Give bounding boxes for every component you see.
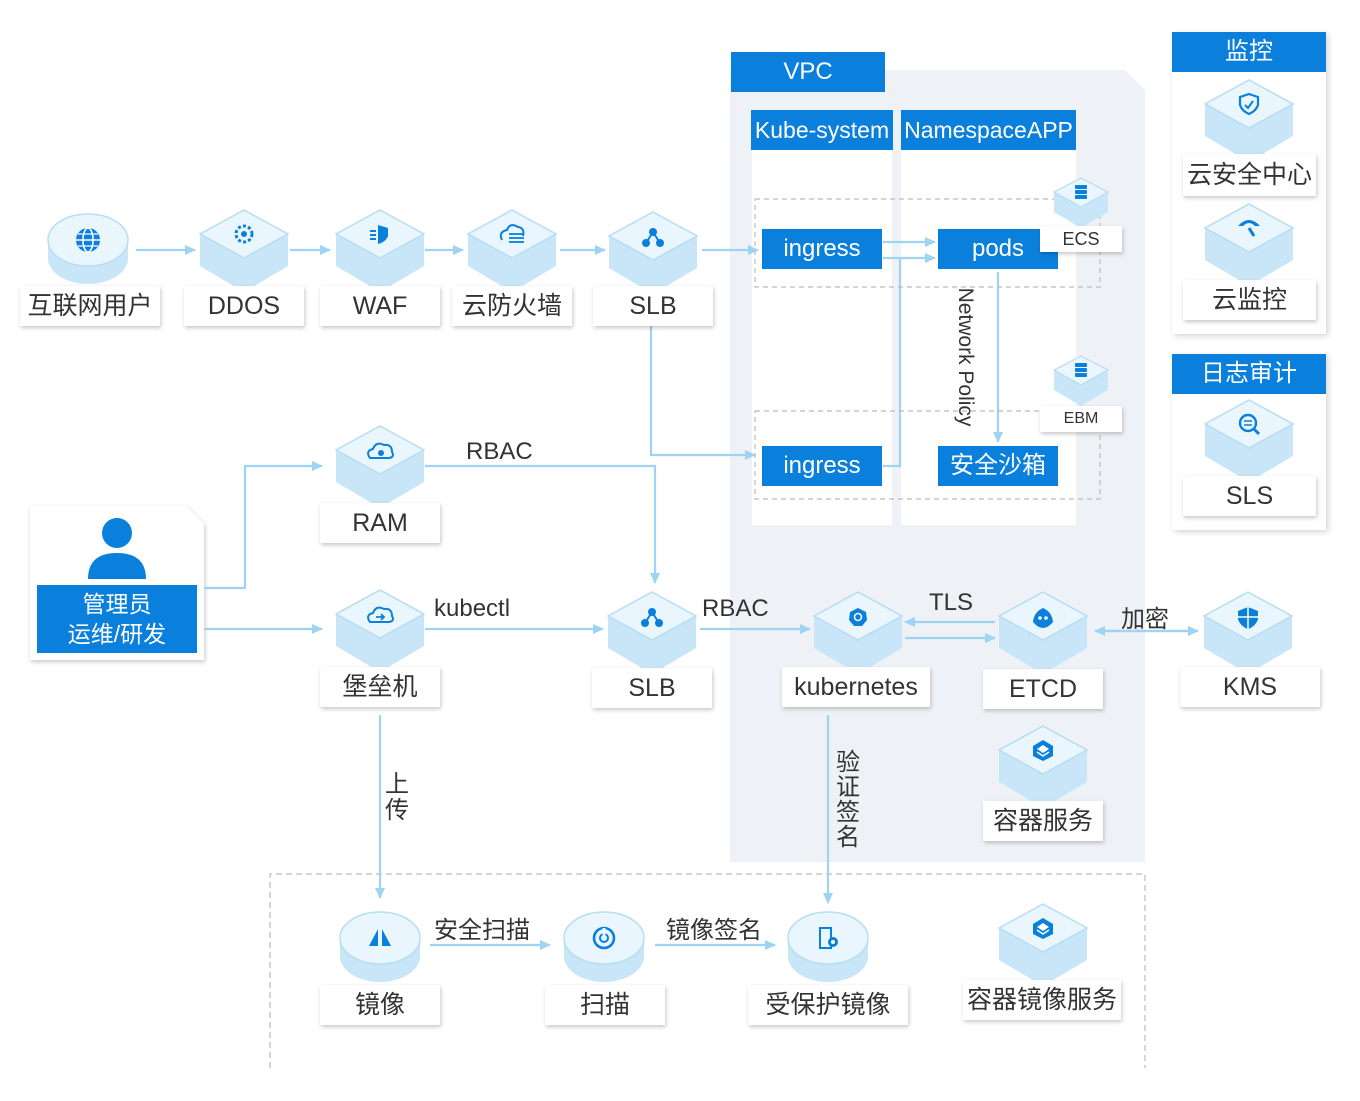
registry-dashed-area bbox=[269, 873, 1146, 1068]
mirror-image-icon bbox=[369, 929, 391, 946]
sls-label: SLS bbox=[1183, 476, 1316, 516]
cloud-access-icon bbox=[367, 442, 394, 459]
globe-icon bbox=[76, 227, 100, 253]
container-service-label: 容器服务 bbox=[983, 801, 1103, 841]
kubernetes-helm-icon bbox=[849, 608, 867, 626]
kubernetes-label: kubernetes bbox=[782, 667, 930, 707]
internet-user-label: 互联网用户 bbox=[20, 286, 160, 326]
container-registry-icon bbox=[1033, 918, 1053, 939]
waf-label: WAF bbox=[320, 286, 440, 326]
cloud-firewall-label: 云防火墙 bbox=[452, 286, 572, 326]
kms-label: KMS bbox=[1180, 667, 1320, 707]
upload-label: 上传 bbox=[385, 771, 409, 824]
ebm-node[interactable] bbox=[1050, 354, 1112, 408]
etcd-label: ETCD bbox=[983, 669, 1103, 709]
verify-sign-label: 验证签名 bbox=[836, 749, 860, 851]
kube-system-header: Kube-system bbox=[751, 110, 893, 150]
tls-label: TLS bbox=[929, 589, 974, 616]
ecs-node[interactable] bbox=[1050, 176, 1112, 230]
cloud-firewall-node[interactable] bbox=[464, 208, 560, 294]
security-center-label: 云安全中心 bbox=[1183, 154, 1316, 196]
user-icon bbox=[88, 518, 146, 579]
etcd-node[interactable] bbox=[995, 590, 1091, 676]
admin-role-line1: 管理员 bbox=[82, 591, 152, 617]
protected-file-icon bbox=[819, 927, 838, 949]
vpc-title: VPC bbox=[731, 52, 885, 92]
monitor-gauge-icon bbox=[1238, 220, 1260, 237]
monitoring-title: 监控 bbox=[1172, 32, 1326, 72]
kubectl-label: kubectl bbox=[434, 595, 511, 622]
security-center-node[interactable] bbox=[1201, 78, 1297, 164]
rbac-top-label: RBAC bbox=[466, 438, 533, 465]
kms-node[interactable] bbox=[1200, 590, 1296, 676]
image-label: 镜像 bbox=[320, 985, 440, 1025]
etcd-icon bbox=[1033, 608, 1053, 628]
log-audit-title: 日志审计 bbox=[1172, 354, 1326, 394]
slb-middle-node[interactable] bbox=[604, 590, 700, 676]
registry-service-node[interactable] bbox=[995, 902, 1091, 988]
server-icon bbox=[1075, 185, 1087, 199]
ram-node[interactable] bbox=[332, 424, 428, 510]
key-shield-icon bbox=[1238, 607, 1258, 629]
bastion-node[interactable] bbox=[332, 588, 428, 674]
slb-top-label: SLB bbox=[593, 286, 713, 326]
scan-node[interactable] bbox=[562, 908, 646, 988]
cloud-wall-icon bbox=[499, 224, 525, 243]
admin-label-box bbox=[37, 585, 197, 653]
load-balancer-icon bbox=[642, 228, 664, 247]
image-sign-label: 镜像签名 bbox=[666, 917, 762, 944]
slb-middle-label: SLB bbox=[592, 668, 712, 708]
gear-icon bbox=[234, 224, 254, 244]
pods-button[interactable]: pods bbox=[938, 229, 1058, 269]
waf-node[interactable] bbox=[332, 208, 428, 294]
scan-target-icon bbox=[592, 926, 616, 950]
network-policy-label: Network Policy bbox=[954, 287, 977, 427]
security-shield-icon bbox=[1238, 92, 1260, 116]
cloud-monitor-label: 云监控 bbox=[1183, 280, 1316, 320]
container-stack-icon bbox=[1033, 740, 1053, 761]
ingress-top-button[interactable]: ingress bbox=[762, 229, 882, 269]
ddos-label: DDOS bbox=[184, 286, 304, 326]
internet-user-node[interactable] bbox=[46, 210, 130, 290]
protected-image-node[interactable] bbox=[786, 908, 870, 988]
sls-node[interactable] bbox=[1201, 398, 1297, 484]
log-search-icon bbox=[1238, 413, 1261, 436]
rbac-middle-label: RBAC bbox=[702, 595, 769, 622]
sandbox-button[interactable]: 安全沙箱 bbox=[938, 446, 1058, 486]
image-node[interactable] bbox=[338, 908, 422, 988]
ecs-label: ECS bbox=[1040, 226, 1122, 252]
ebm-label: EBM bbox=[1040, 406, 1122, 432]
bare-metal-server-icon bbox=[1075, 363, 1087, 377]
load-balancer-icon bbox=[641, 608, 663, 627]
firewall-shield-icon bbox=[370, 225, 388, 244]
bastion-host-icon bbox=[367, 606, 394, 623]
ingress-bottom-button[interactable]: ingress bbox=[762, 446, 882, 486]
ram-label: RAM bbox=[320, 503, 440, 543]
slb-top-node[interactable] bbox=[605, 210, 701, 296]
namespace-app-header: NamespaceAPP bbox=[901, 110, 1076, 150]
ddos-node[interactable] bbox=[196, 208, 292, 294]
protected-image-label: 受保护镜像 bbox=[748, 985, 908, 1025]
scan-label: 扫描 bbox=[545, 985, 665, 1025]
encrypt-label: 加密 bbox=[1121, 606, 1169, 633]
registry-service-label: 容器镜像服务 bbox=[963, 980, 1121, 1020]
bastion-label: 堡垒机 bbox=[320, 667, 440, 707]
kubernetes-node[interactable] bbox=[810, 590, 906, 676]
container-service-node[interactable] bbox=[995, 724, 1091, 810]
security-scan-label: 安全扫描 bbox=[434, 917, 530, 944]
admin-role-line2: 运维/研发 bbox=[67, 621, 167, 647]
cloud-monitor-node[interactable] bbox=[1201, 202, 1297, 288]
